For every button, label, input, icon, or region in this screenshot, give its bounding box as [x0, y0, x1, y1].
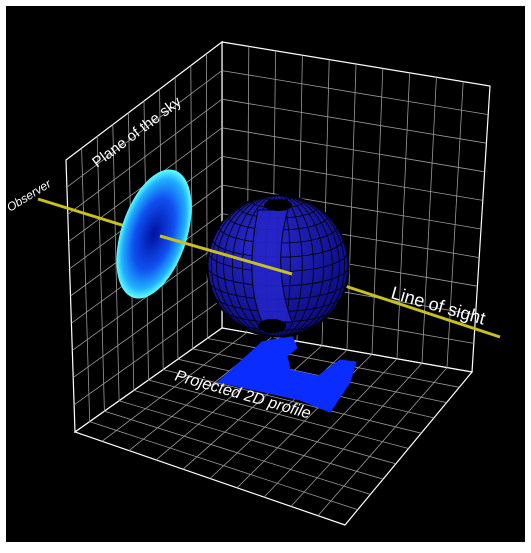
- sphere-bottom-hole: [258, 319, 286, 333]
- sphere-wire-line: [277, 195, 314, 337]
- grid-line: [221, 184, 482, 230]
- line-of-sight-rear: [335, 281, 501, 339]
- sphere-wire-line: [277, 195, 325, 337]
- grid-line: [101, 332, 248, 442]
- sphere-wire-line: [207, 195, 279, 337]
- sphere-wire-line: [231, 195, 279, 337]
- sphere: [206, 194, 350, 338]
- grid-line: [72, 270, 223, 378]
- grid-line: [66, 70, 223, 188]
- sphere-top-hole: [264, 199, 292, 211]
- grid-line: [221, 156, 483, 201]
- grid-line: [221, 127, 485, 173]
- sphere-wire-line: [223, 195, 279, 337]
- grid-line: [221, 98, 487, 144]
- sphere-wire-line: [277, 195, 346, 337]
- grid-line: [263, 358, 398, 498]
- plane-of-sky-disk: [116, 169, 192, 299]
- grid-line: [67, 98, 223, 215]
- grid-line: [73, 299, 223, 406]
- sphere-wire-line: [277, 195, 333, 337]
- grid-line: [317, 367, 448, 516]
- grid-line: [221, 70, 489, 115]
- grid-line: [182, 345, 323, 470]
- line-of-sight-front: [37, 197, 139, 232]
- sphere-wire-line: [277, 195, 340, 337]
- sphere-wire-line: [216, 195, 279, 337]
- sphere-wire-line: [277, 195, 349, 337]
- sphere-wire-line: [210, 195, 279, 337]
- line-of-sight-middle: [159, 234, 293, 276]
- grid-line: [290, 362, 423, 507]
